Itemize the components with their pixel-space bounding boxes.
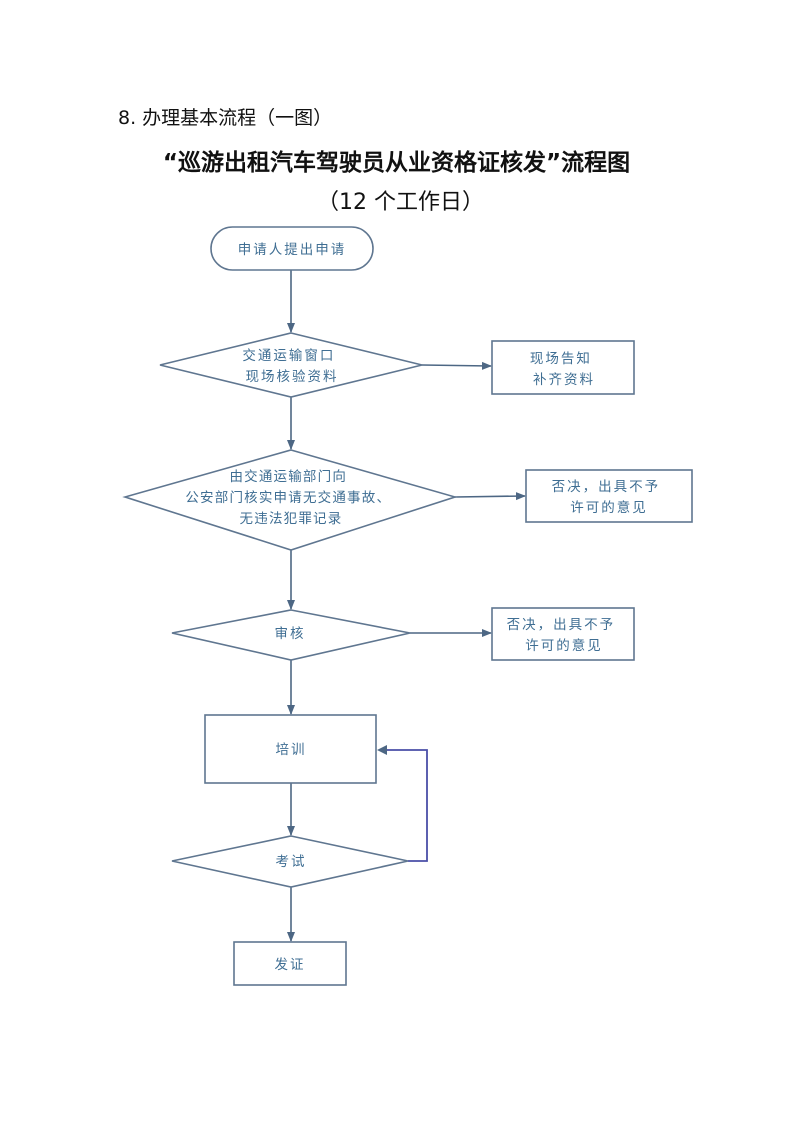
decision-exam-diamond [171, 835, 409, 888]
decision-review-label: 审核 [275, 626, 306, 642]
supplement-label: 现场告知 补齐资料 [530, 350, 598, 388]
training-label: 培训 [276, 742, 307, 758]
reject-1-label: 否决，出具不予 许可的意见 [552, 479, 667, 516]
flowchart-subtitle: （12 个工作日） [317, 190, 484, 215]
reject-box-2 [491, 607, 635, 661]
decision-police-label: 由交通运输部门向 公安部门核实申请无交通事故、 无违法犯罪记录 [185, 468, 396, 527]
reject-2-label: 否决，出具不予 许可的意见 [507, 617, 622, 654]
issue-box [233, 941, 347, 986]
reject-box-1 [525, 469, 693, 523]
decision-review-diamond [171, 609, 411, 661]
start-label: 申请人提出申请 [238, 242, 347, 258]
start-oval [210, 226, 374, 271]
decision-verify-label: 交通运输窗口 现场核验资料 [242, 347, 341, 385]
training-box [204, 714, 377, 784]
issue-label: 发证 [275, 957, 306, 973]
supplement-box [491, 340, 635, 395]
arrow-exam-loop-back-to-training [379, 749, 428, 862]
flowchart-title: “巡游出租汽车驾驶员从业资格证核发”流程图 [162, 150, 631, 176]
decision-police-diamond [122, 449, 458, 551]
loop-arrowhead [377, 745, 387, 755]
decision-verify-diamond [159, 332, 423, 398]
exam-label: 考试 [276, 854, 307, 870]
arrow-verify-to-supplement [421, 361, 492, 370]
arrow-police-to-reject [454, 492, 526, 501]
section-heading: 8. 办理基本流程（一图） [118, 107, 333, 129]
